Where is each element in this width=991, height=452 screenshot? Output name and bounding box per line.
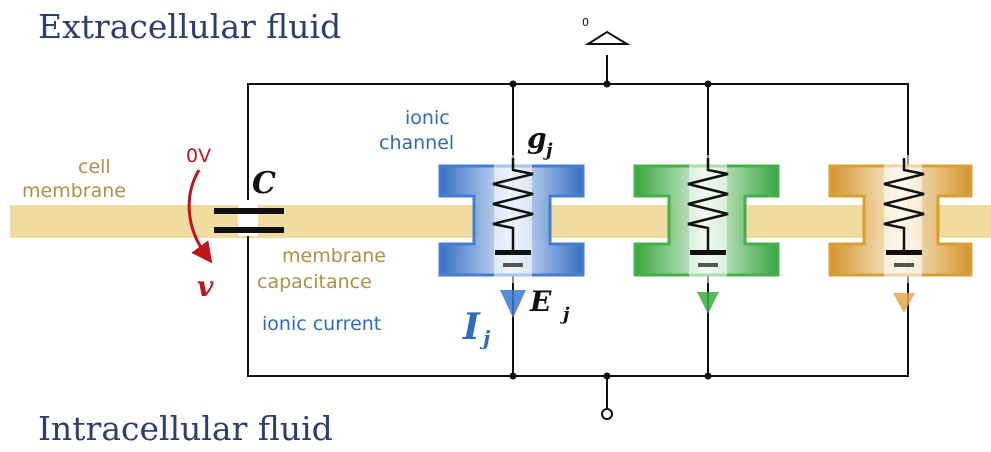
resistors — [492, 158, 925, 250]
membrane-capacitance-line2: capacitance — [257, 271, 372, 293]
ionic-channel-line2: channel — [379, 132, 454, 154]
ground-triangle-icon — [584, 30, 631, 45]
ionic-current-subscript: j — [479, 326, 491, 350]
blue-channel-battery-short — [503, 263, 523, 267]
reversal-potential-subscript: j — [560, 304, 570, 325]
voltage-symbol: v — [197, 270, 214, 303]
blue-channel-battery-long — [495, 250, 531, 255]
intracellular-label: Intracellular fluid — [38, 409, 333, 447]
junction-dots — [509, 80, 712, 380]
ionic-channel-line1: ionic — [405, 107, 450, 129]
conductance-symbol: g — [527, 122, 547, 155]
conductance-subscript: j — [543, 140, 553, 161]
cell-membrane-label-line2: membrane — [22, 180, 126, 202]
capacitor-symbol-label: C — [252, 166, 276, 201]
ionic-current-label: ionic current — [262, 313, 381, 335]
voltage-arrow — [187, 169, 213, 264]
reversal-potential-symbol: E — [529, 285, 552, 318]
cell-membrane-label-line1: cell — [78, 156, 111, 178]
membrane-capacitance-line1: membrane — [282, 245, 386, 267]
extracellular-label: Extracellular fluid — [38, 7, 341, 46]
ground-label: 0 — [582, 16, 589, 29]
capacitor-symbol — [214, 200, 284, 236]
ionic-current-symbol: I — [462, 306, 481, 348]
voltage-terminal-icon — [601, 408, 613, 420]
zero-volt-label: 0V — [186, 145, 211, 167]
